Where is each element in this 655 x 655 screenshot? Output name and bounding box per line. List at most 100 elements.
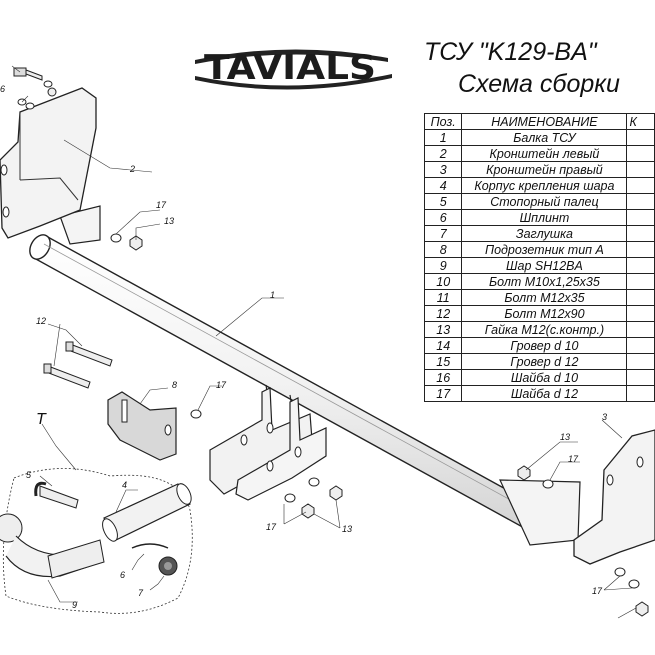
callout-13c: 13: [342, 524, 352, 534]
row-name: Кронштейн правый: [461, 161, 628, 178]
row-qty: [626, 193, 655, 210]
callout-6b: 6: [120, 570, 125, 580]
row-name: Шайба d 10: [461, 369, 628, 386]
row-name: Шар SH12BA: [461, 257, 628, 274]
row-pos: 15: [423, 353, 463, 370]
row-qty: [626, 353, 655, 370]
row-pos: 17: [423, 385, 463, 402]
row-pos: 13: [423, 321, 463, 338]
row-qty: [626, 225, 655, 242]
row-name: Корпус крепления шара: [461, 177, 628, 194]
row-qty: [626, 305, 655, 322]
callout-3: 3: [602, 412, 607, 422]
row-pos: 3: [423, 161, 463, 178]
row-name: Болт M10x1,25x35: [461, 273, 628, 290]
bolts-m12x90: [43, 341, 113, 389]
row-pos: 11: [423, 289, 463, 306]
drawing-title: ТСУ "K129-BA" Схема сборки: [424, 36, 655, 100]
callout-17b: 17: [216, 380, 227, 390]
callout-1: 1: [270, 290, 275, 300]
row-pos: 9: [423, 257, 463, 274]
row-qty: [626, 129, 655, 146]
row-qty: [626, 241, 655, 258]
leader-lines: [11, 65, 637, 619]
callout-17a: 17: [156, 200, 167, 210]
logo-text: TAVIALS: [204, 48, 376, 88]
header-pos: Поз.: [423, 113, 463, 130]
row-pos: 16: [423, 369, 463, 386]
title-product-code: ТСУ "K129-BA": [424, 38, 597, 66]
row-name: Балка ТСУ: [461, 129, 628, 146]
callout-4: 4: [122, 480, 127, 490]
logo-swoosh-top: [195, 49, 388, 64]
tavials-logo: TAVIALS: [195, 48, 392, 90]
socket-bracket: [107, 391, 177, 461]
bracket-left: [0, 87, 97, 239]
row-qty: [626, 257, 655, 274]
callout-9: 9: [72, 600, 77, 610]
callout-7: 7: [138, 588, 144, 598]
row-qty: [626, 289, 655, 306]
callout-17c: 17: [568, 454, 579, 464]
row-name: Болт M12x35: [461, 289, 628, 306]
tow-bar-beam: [29, 205, 581, 546]
callout-17d: 17: [266, 522, 277, 532]
parts-table-header: Поз. НАИМЕНОВАНИЕ К: [423, 113, 655, 130]
row-pos: 12: [423, 305, 463, 322]
row-qty: [626, 177, 655, 194]
row-name: Гайка M12(с.контр.): [461, 321, 628, 338]
row-qty: [626, 273, 655, 290]
detail-parts: [0, 481, 192, 579]
row-pos: 6: [423, 209, 463, 226]
row-name: Болт M12x90: [461, 305, 628, 322]
row-pos: 1: [423, 129, 463, 146]
row-pos: 7: [423, 225, 463, 242]
row-pos: 2: [423, 145, 463, 162]
row-qty: [626, 337, 655, 354]
row-name: Заглушка: [461, 225, 628, 242]
row-name: Шплинт: [461, 209, 628, 226]
row-pos: 14: [423, 337, 463, 354]
row-name: Гровер d 10: [461, 337, 628, 354]
callout-13b: 13: [560, 432, 570, 442]
row-pos: 10: [423, 273, 463, 290]
row-qty: [626, 385, 655, 402]
header-name: НАИМЕНОВАНИЕ: [461, 113, 628, 130]
detail-label-t: T: [36, 411, 47, 428]
row-name: Подрозетник тип А: [461, 241, 628, 258]
callout-6a: 6: [0, 84, 5, 94]
row-qty: [626, 145, 655, 162]
callout-13a: 13: [164, 216, 174, 226]
row-pos: 4: [423, 177, 463, 194]
row-pos: 5: [423, 193, 463, 210]
callout-12: 12: [36, 316, 46, 326]
center-brackets: [209, 387, 327, 501]
row-qty: [626, 209, 655, 226]
callout-labels: 2 17 13 1 12 8 17 6 5 4 6 7 9 13 17 3 17…: [0, 84, 607, 610]
row-name: Стопорный палец: [461, 193, 628, 210]
logo-swoosh-bottom: [195, 74, 392, 90]
title-assembly-scheme: Схема сборки: [458, 70, 620, 98]
row-qty: [626, 369, 655, 386]
row-pos: 8: [423, 241, 463, 258]
row-qty: [626, 321, 655, 338]
